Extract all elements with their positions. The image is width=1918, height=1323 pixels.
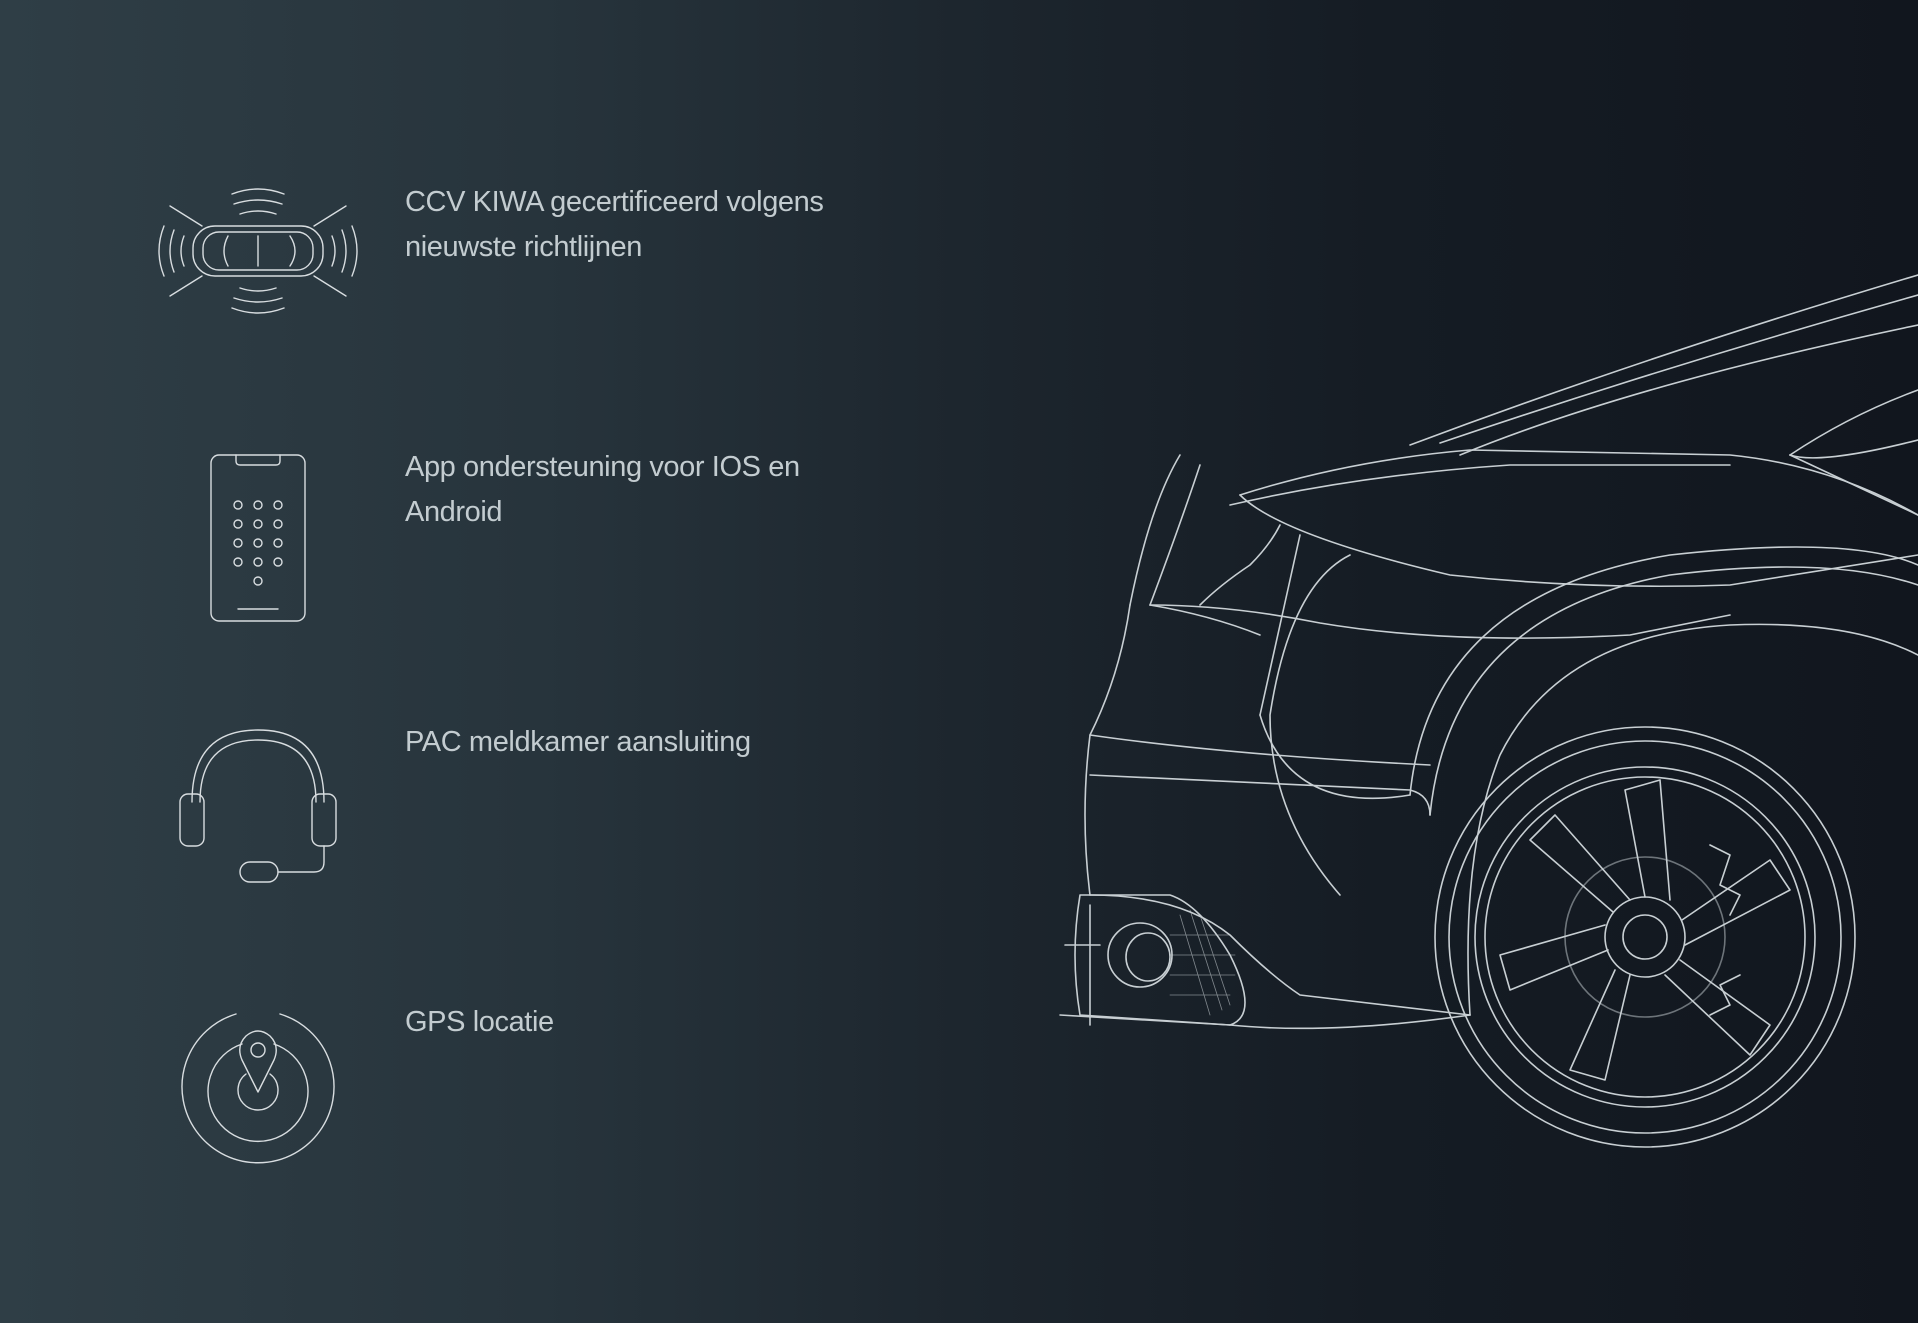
feature-item-app: App ondersteuning voor IOS en Android bbox=[150, 445, 910, 625]
feature-item-gps: GPS locatie bbox=[150, 1000, 910, 1170]
gps-location-icon bbox=[150, 1000, 366, 1170]
feature-label: PAC meldkamer aansluiting bbox=[405, 726, 751, 758]
feature-item-pac: PAC meldkamer aansluiting bbox=[150, 720, 910, 900]
feature-label: GPS locatie bbox=[405, 1006, 554, 1038]
smartphone-keypad-icon bbox=[150, 445, 366, 625]
feature-item-certification: CCV KIWA gecertificeerd volgens nieuwste… bbox=[150, 180, 910, 320]
feature-label: App ondersteuning voor IOS en Android bbox=[405, 451, 800, 528]
headset-icon bbox=[150, 720, 366, 900]
car-sensors-icon bbox=[150, 180, 366, 320]
car-line-drawing bbox=[1059, 274, 1918, 1148]
feature-label: CCV KIWA gecertificeerd volgens nieuwste… bbox=[405, 186, 824, 263]
